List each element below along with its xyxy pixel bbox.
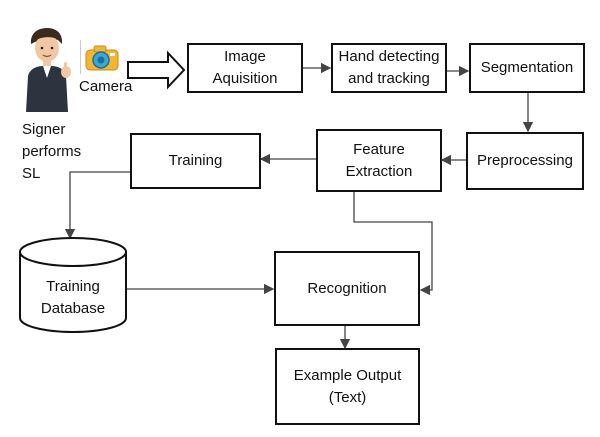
node-recognition: Recognition — [274, 251, 420, 326]
arrow-feature-to-recognition — [353, 192, 433, 296]
node-segmentation: Segmentation — [469, 43, 585, 93]
person-icon — [26, 28, 71, 112]
node-training-database: Training Database — [40, 278, 106, 317]
signer-figure — [20, 26, 72, 112]
arrow-training-to-database — [64, 171, 130, 240]
camera-thumb — [80, 40, 123, 74]
signer-label: Signer performs SL — [22, 121, 82, 182]
node-example-output: Example Output (Text) — [275, 348, 420, 425]
node-hand-detecting: Hand detecting and tracking — [331, 43, 447, 93]
node-training: Training — [130, 133, 261, 189]
camera-label: Camera — [79, 78, 133, 95]
camera-icon — [85, 45, 119, 71]
training-database-cylinder — [19, 237, 127, 333]
node-feature-extraction: Feature Extraction — [316, 129, 442, 192]
node-preprocessing: Preprocessing — [466, 132, 584, 190]
node-image-aquisition: Image Aquisition — [187, 43, 303, 93]
input-hollow-arrow — [127, 50, 186, 90]
